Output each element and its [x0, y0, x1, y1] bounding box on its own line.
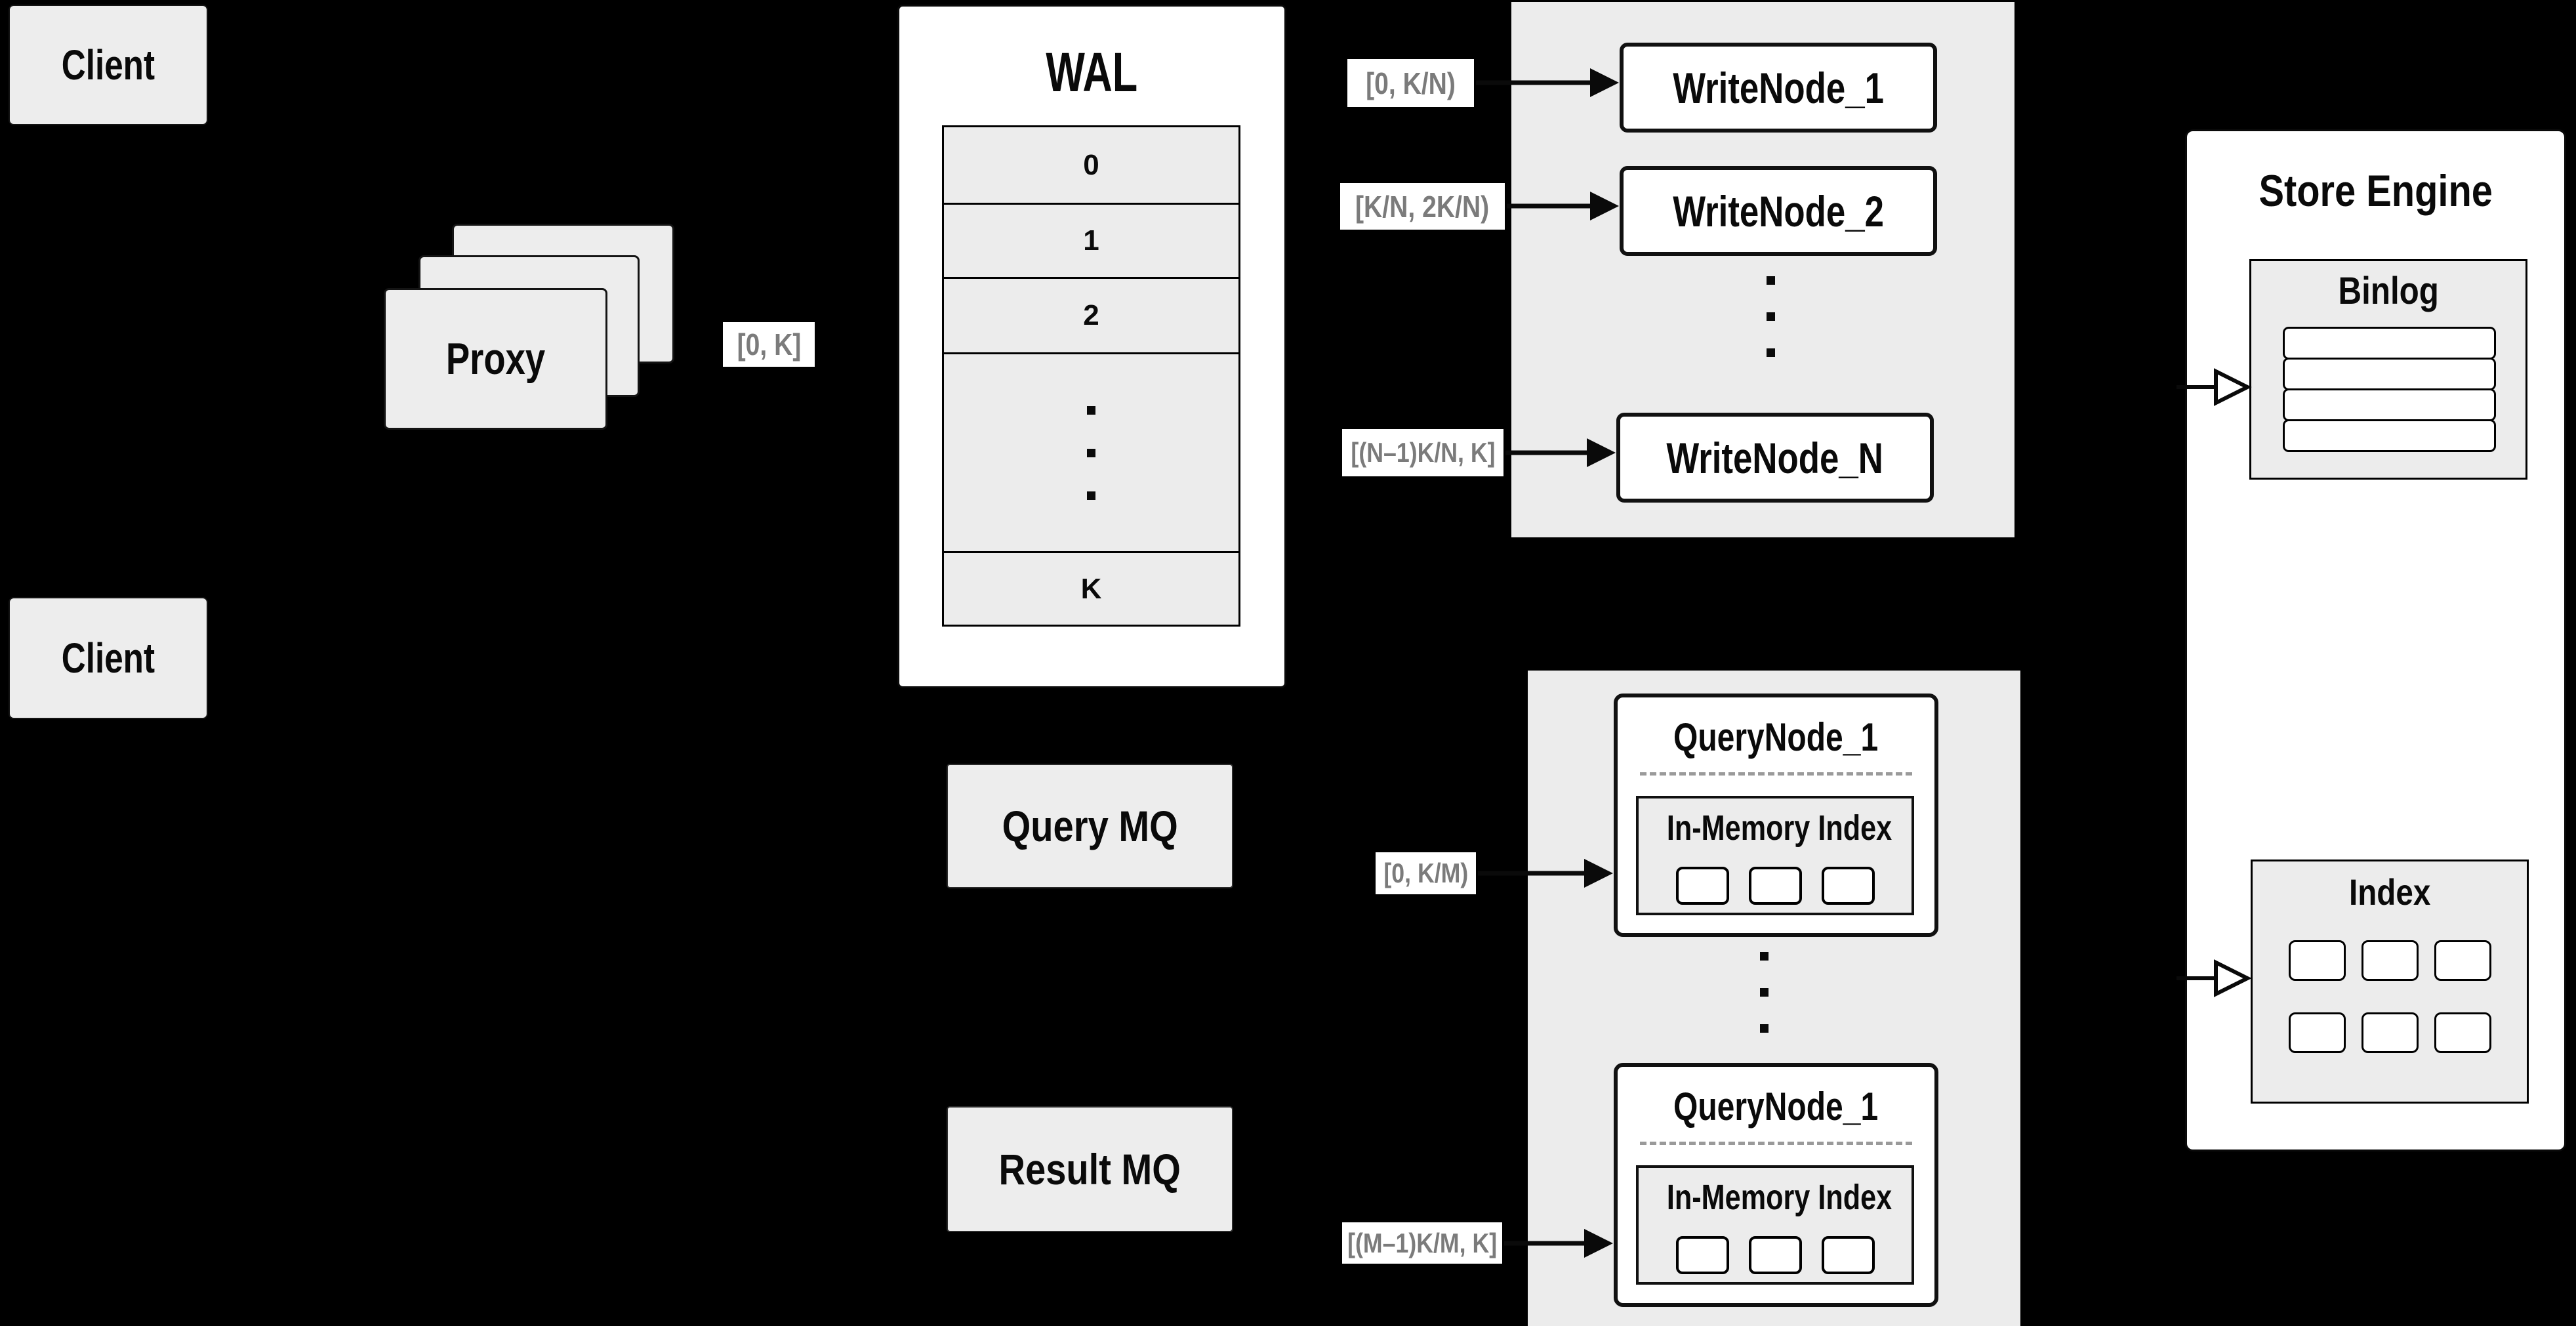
index-cell: [2361, 1012, 2419, 1053]
wal-title-wrap: WAL: [899, 41, 1284, 104]
segment-cell: [1675, 867, 1729, 905]
binlog-title: Binlog: [2338, 270, 2439, 312]
index-cell: [2361, 940, 2419, 981]
index-cell: [2288, 1012, 2346, 1053]
wal-row-k-label: K: [1080, 572, 1102, 605]
range-label-querynode-1: [0, K/M): [1376, 852, 1476, 894]
wal-table: 0 1 2 K: [942, 125, 1240, 627]
store-engine-title-wrap: Store Engine: [2187, 165, 2564, 217]
query-mq-label: Query MQ: [1002, 802, 1178, 850]
range-label-writenode-n-text: [(N–1)K/N, K]: [1350, 437, 1496, 468]
range-label-writenode-1-text: [0, K/N): [1366, 66, 1456, 100]
querynode-2-label: QueryNode_1: [1673, 1085, 1879, 1129]
binlog-title-wrap: Binlog: [2251, 269, 2525, 313]
binlog-row: [2283, 388, 2496, 421]
querynode-1-title-wrap: QueryNode_1: [1618, 715, 1934, 760]
writenode-1-label: WriteNode_1: [1673, 63, 1884, 112]
querynode-1-inmemory-box: In-Memory Index: [1636, 796, 1914, 915]
binlog-box: Binlog: [2249, 259, 2527, 480]
store-engine-box: Store Engine Binlog Index: [2185, 129, 2566, 1151]
querynode-1-segments: [1639, 867, 1912, 905]
binlog-row: [2283, 327, 2496, 360]
querynode-2-inmemory-title-wrap: In-Memory Index: [1639, 1177, 1912, 1218]
client-bottom-box: Client: [9, 597, 208, 719]
binlog-rows: [2283, 327, 2496, 452]
wal-ellipsis-dots: [1087, 405, 1095, 500]
range-label-proxy-wal-text: [0, K]: [737, 327, 801, 362]
result-mq-label: Result MQ: [998, 1145, 1181, 1193]
range-label-writenode-2-text: [K/N, 2K/N): [1355, 189, 1490, 224]
arrow-to-querynode-1: [1478, 859, 1613, 888]
wal-row-2: 2: [942, 277, 1240, 354]
querynode-2-box: QueryNode_1 In-Memory Index: [1614, 1063, 1938, 1307]
querynode-1-inmemory-label: In-Memory Index: [1666, 808, 1892, 848]
querynode-2-title-wrap: QueryNode_1: [1618, 1084, 1934, 1129]
segment-cell: [1821, 1236, 1875, 1274]
writenode-2-label: WriteNode_2: [1673, 186, 1884, 236]
writenode-n-label: WriteNode_N: [1666, 433, 1884, 482]
segment-cell: [1748, 1236, 1802, 1274]
wal-row-0: 0: [942, 125, 1240, 205]
querynode-1-divider: [1640, 772, 1912, 776]
range-label-writenode-n: [(N–1)K/N, K]: [1342, 429, 1503, 476]
index-cell: [2434, 940, 2491, 981]
wal-row-k: K: [942, 551, 1240, 627]
querynode-2-divider: [1640, 1142, 1912, 1145]
segment-cell: [1748, 867, 1802, 905]
wal-row-1-label: 1: [1083, 224, 1099, 257]
range-label-querynode-2-text: [(M–1)K/M, K]: [1347, 1227, 1498, 1258]
arrow-to-writenode-2: [1507, 192, 1619, 220]
arrow-to-index: [2177, 959, 2252, 997]
segment-cell: [1675, 1236, 1729, 1274]
arrow-to-writenode-1: [1476, 68, 1619, 97]
wal-row-0-label: 0: [1083, 148, 1099, 181]
range-label-writenode-1: [0, K/N): [1347, 59, 1474, 107]
querynode-2-inmemory-box: In-Memory Index: [1636, 1165, 1914, 1285]
arrow-to-writenode-n: [1505, 438, 1616, 467]
query-mq-box: Query MQ: [947, 764, 1233, 888]
wal-row-1: 1: [942, 203, 1240, 279]
index-cells-row-1: [2253, 940, 2527, 981]
index-box: Index: [2251, 860, 2529, 1104]
wal-box: WAL 0 1 2 K: [897, 5, 1286, 688]
writenode-n-box: WriteNode_N: [1616, 413, 1934, 503]
querynode-1-box: QueryNode_1 In-Memory Index: [1614, 694, 1938, 937]
range-label-writenode-2: [K/N, 2K/N): [1340, 183, 1505, 230]
writenode-2-box: WriteNode_2: [1620, 166, 1937, 256]
store-engine-title: Store Engine: [2259, 166, 2493, 216]
index-cell: [2288, 940, 2346, 981]
proxy-label: Proxy: [445, 334, 546, 384]
binlog-row: [2283, 358, 2496, 390]
result-mq-box: Result MQ: [947, 1106, 1233, 1232]
client-top-box: Client: [9, 5, 208, 125]
wal-title: WAL: [1046, 41, 1138, 103]
index-title-wrap: Index: [2253, 871, 2527, 913]
wal-row-ellipsis: [942, 352, 1240, 553]
writenode-ellipsis-dots: [1767, 276, 1775, 357]
segment-cell: [1821, 867, 1875, 905]
client-bottom-label: Client: [61, 634, 155, 682]
querynode-2-segments: [1639, 1236, 1912, 1274]
range-label-proxy-wal: [0, K]: [723, 322, 815, 367]
index-title: Index: [2348, 871, 2431, 913]
querynode-1-inmemory-title-wrap: In-Memory Index: [1639, 808, 1912, 848]
arrow-to-querynode-2: [1504, 1229, 1613, 1258]
querynode-1-label: QueryNode_1: [1673, 715, 1879, 759]
client-top-label: Client: [61, 41, 155, 89]
index-cell: [2434, 1012, 2491, 1053]
proxy-box-front: Proxy: [384, 288, 607, 430]
arrow-to-binlog: [2177, 368, 2252, 406]
index-cells-row-2: [2253, 1012, 2527, 1053]
wal-row-2-label: 2: [1083, 299, 1099, 331]
binlog-row: [2283, 419, 2496, 452]
querynode-ellipsis-dots: [1760, 952, 1768, 1033]
querynode-2-inmemory-label: In-Memory Index: [1666, 1178, 1892, 1217]
writenode-1-box: WriteNode_1: [1620, 43, 1937, 133]
range-label-querynode-1-text: [0, K/M): [1383, 858, 1468, 888]
range-label-querynode-2: [(M–1)K/M, K]: [1342, 1222, 1502, 1264]
